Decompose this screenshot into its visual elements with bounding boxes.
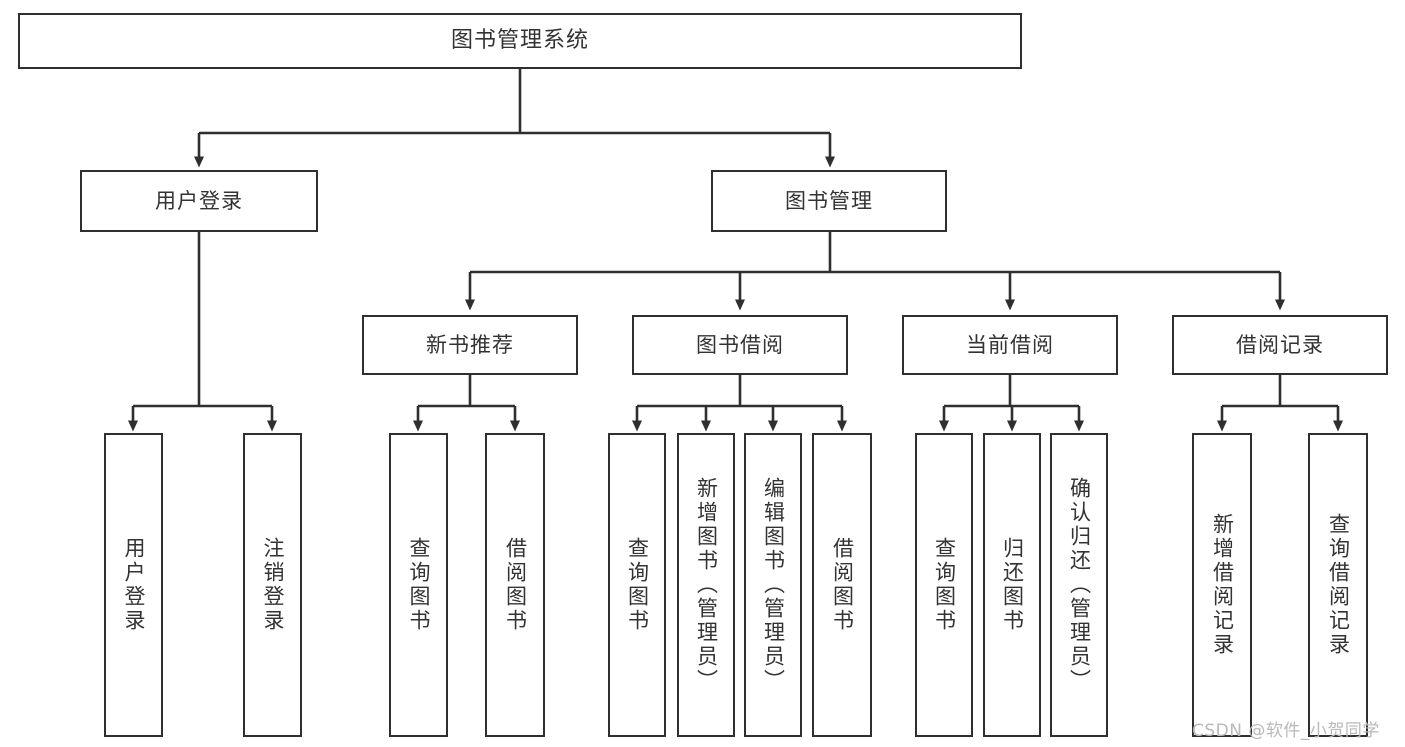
node-label: 新书推荐 <box>426 332 514 357</box>
node-label: 当前借阅 <box>966 332 1054 357</box>
node-current-borrow[interactable]: 当前借阅 <box>902 315 1118 375</box>
node-label: 归还图书 <box>1000 537 1025 633</box>
node-label: 图书管理 <box>785 188 873 213</box>
node-label: 查询借阅记录 <box>1326 513 1351 657</box>
node-label: 借阅记录 <box>1236 332 1324 357</box>
node-label: 注销登录 <box>261 537 285 633</box>
node-leaf-edit-book[interactable]: 编辑图书（管理员） <box>744 433 802 737</box>
node-book-management[interactable]: 图书管理 <box>711 170 947 232</box>
node-label: 借阅图书 <box>503 537 528 633</box>
csdn-watermark: CSDN @软件_小贺同学 <box>1192 721 1380 741</box>
node-leaf-user-login[interactable]: 用户登录 <box>104 433 163 737</box>
node-book-borrow[interactable]: 图书借阅 <box>632 315 848 375</box>
node-borrow-record[interactable]: 借阅记录 <box>1172 315 1388 375</box>
node-leaf-confirm-return[interactable]: 确认归还（管理员） <box>1050 433 1108 737</box>
node-label: 图书借阅 <box>696 332 784 357</box>
node-label: 新增图书（管理员） <box>694 477 719 693</box>
node-leaf-query-book-2[interactable]: 查询图书 <box>608 433 666 737</box>
node-label: 新增借阅记录 <box>1210 513 1235 657</box>
node-label: 用户登录 <box>122 537 146 633</box>
node-label: 查询图书 <box>625 537 650 633</box>
node-leaf-query-book-3[interactable]: 查询图书 <box>915 433 973 737</box>
node-user-login[interactable]: 用户登录 <box>80 170 318 232</box>
node-label: 编辑图书（管理员） <box>761 477 786 693</box>
node-leaf-query-record[interactable]: 查询借阅记录 <box>1308 433 1368 737</box>
node-leaf-logout[interactable]: 注销登录 <box>243 433 302 737</box>
node-leaf-add-book[interactable]: 新增图书（管理员） <box>677 433 735 737</box>
node-leaf-borrow-book-2[interactable]: 借阅图书 <box>812 433 872 737</box>
node-leaf-query-book-1[interactable]: 查询图书 <box>389 433 448 737</box>
node-label: 确认归还（管理员） <box>1067 477 1092 693</box>
node-label: 查询图书 <box>932 537 957 633</box>
node-leaf-return-book[interactable]: 归还图书 <box>983 433 1041 737</box>
node-leaf-add-record[interactable]: 新增借阅记录 <box>1192 433 1252 737</box>
node-label: 借阅图书 <box>830 537 855 633</box>
node-root-system[interactable]: 图书管理系统 <box>18 13 1022 69</box>
node-new-book-recommend[interactable]: 新书推荐 <box>362 315 578 375</box>
node-leaf-borrow-book-1[interactable]: 借阅图书 <box>485 433 545 737</box>
node-label: 图书管理系统 <box>450 28 589 54</box>
node-label: 用户登录 <box>155 188 243 213</box>
node-label: 查询图书 <box>407 537 431 633</box>
